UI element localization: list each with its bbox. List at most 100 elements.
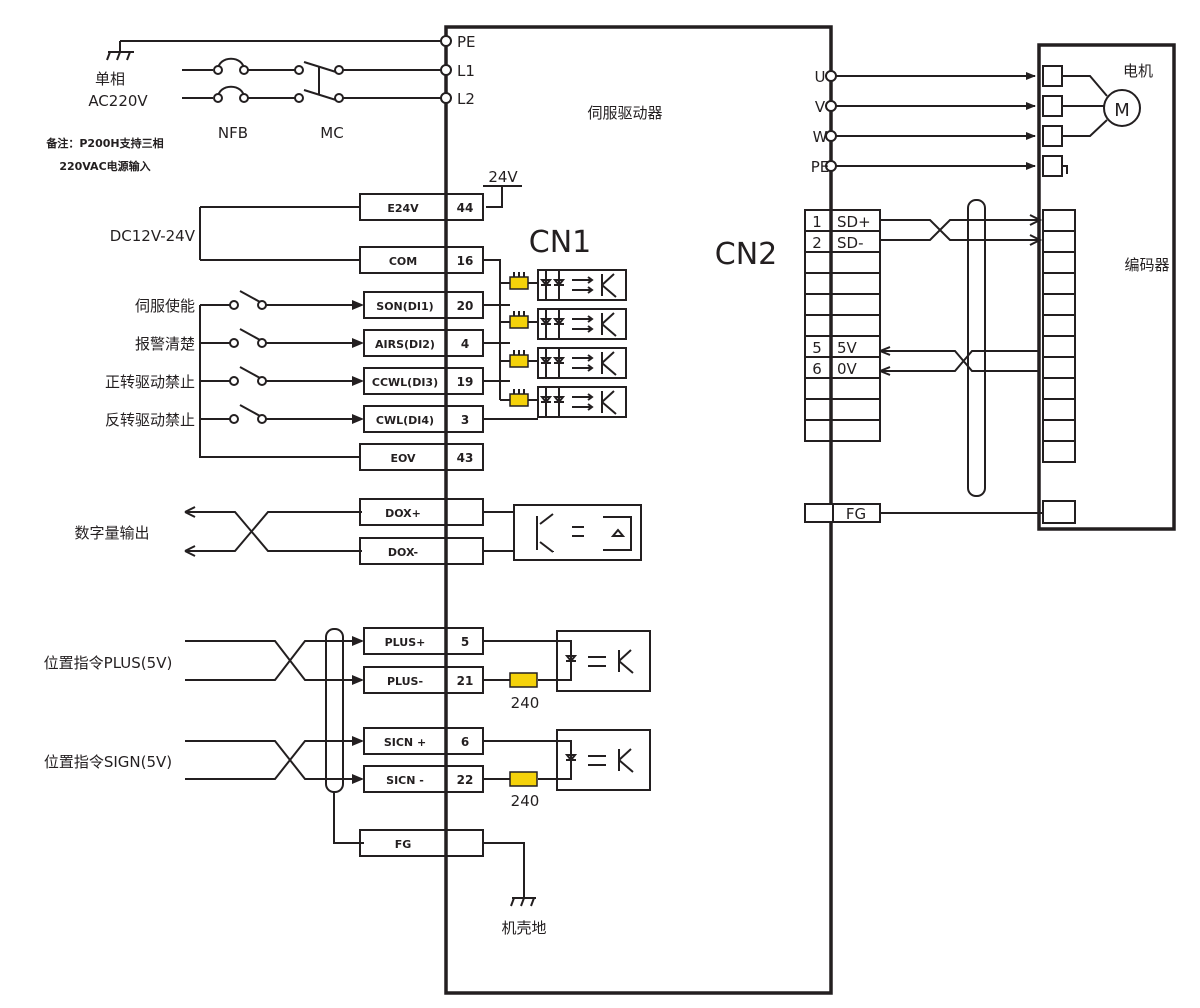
cn1-pin-name: PLUS-: [387, 675, 423, 688]
di-input-switch: 正转驱动禁止: [105, 366, 352, 391]
terminal-pe: PE: [457, 33, 476, 51]
cn1-pin-number: 43: [457, 451, 474, 465]
arrow-icon: [352, 338, 364, 348]
cn2-label: CN2: [715, 237, 777, 272]
phototransistor-icon: [601, 273, 617, 298]
output-arrow-icon: [184, 506, 196, 557]
digital-output-label: 数字量输出: [74, 524, 149, 542]
pulse-twisted-pair: [185, 640, 362, 681]
v24-label: 24V: [488, 168, 518, 186]
led-icon: [572, 516, 632, 551]
shield-icon: [325, 628, 344, 793]
di-input-label: 伺服使能: [135, 297, 195, 315]
cn1-pin-number: 5: [461, 635, 469, 649]
dc-supply-label: DC12V-24V: [110, 227, 196, 245]
motor-box: [1037, 43, 1176, 531]
cn1-pin-number: 4: [461, 337, 469, 351]
diode-icon: [539, 348, 566, 378]
cn2-pin-name: SD-: [837, 234, 863, 252]
encoder-pin: [1042, 209, 1076, 232]
cn1-pin-row: COM 16: [359, 246, 484, 274]
source-label-2: AC220V: [88, 92, 148, 110]
switch-icon: [239, 290, 261, 303]
di-input-label: 报警清楚: [135, 335, 195, 353]
cn1-pin-name: E24V: [387, 202, 419, 215]
power-input: 单相 AC220V NFB MC 备注：P200H支持三相 220VAC电源输入…: [45, 33, 475, 173]
di-input-label: 反转驱动禁止: [105, 411, 195, 429]
cn2-pin-row: [804, 377, 881, 400]
nfb-label: NFB: [218, 124, 248, 142]
cn2-pin-number: 2: [812, 234, 822, 252]
phototransistor-icon: [601, 351, 617, 376]
di-input-switch: 报警清楚: [135, 328, 352, 353]
note-line-2: 220VAC电源输入: [59, 159, 150, 173]
encoder-pin: [1042, 251, 1076, 274]
cn1-pin-name: SICN +: [384, 736, 426, 749]
switch-icon: [239, 328, 261, 341]
di-optocoupler: [483, 347, 627, 382]
resistor-pulse: [509, 672, 538, 688]
motor-symbol: M: [1114, 100, 1130, 121]
di-optocoupler: [483, 386, 627, 420]
mc-label: MC: [320, 124, 343, 142]
resistor-icon: [509, 276, 529, 290]
chassis-ground-label: 机壳地: [501, 919, 546, 937]
encoder-shield-icon: [967, 199, 986, 497]
cn2-pin-row: [804, 419, 881, 442]
cn2-fg-label: FG: [846, 505, 866, 523]
cn2-pin-number: 6: [812, 360, 822, 378]
source-label-1: 单相: [95, 70, 125, 88]
diode-icon: [539, 309, 566, 339]
ground-icon: [106, 41, 134, 61]
sd-twisted-pair: [880, 219, 1040, 241]
di-input-switch: 伺服使能: [135, 290, 352, 315]
encoder-pin: [1042, 440, 1076, 463]
arrow-icon: [352, 414, 364, 424]
pulse-opto-internals: [563, 640, 634, 681]
resistor-icon: [509, 315, 529, 329]
resistor-icon: [509, 393, 529, 407]
dc-supply-wire: [199, 206, 360, 261]
cn1-pin-number: 44: [457, 201, 474, 215]
cn2-pin-row: [804, 293, 881, 316]
encoder-pin: [1042, 419, 1076, 442]
cn2-pin-row: [804, 398, 881, 421]
encoder-pin: [1042, 398, 1076, 421]
cn2-pin-row: 2 SD-: [804, 230, 881, 253]
cn1-pin-number: 19: [457, 375, 474, 389]
cn1-pin-number: 3: [461, 413, 469, 427]
encoder-fg-pin: [1042, 500, 1076, 524]
cn1-pin-number: 21: [457, 674, 474, 688]
cn1-pin-row: FG: [359, 829, 484, 857]
pulse-label: 位置指令PLUS(5V): [44, 654, 173, 672]
cn1-pin-name: COM: [389, 255, 417, 268]
cn2-pin-name: SD+: [837, 213, 871, 231]
driver-title: 伺服驱动器: [587, 104, 662, 122]
arrow-icon: [352, 300, 364, 310]
motor-terminal-label: V: [815, 98, 826, 116]
terminal-l2: L2: [457, 90, 475, 108]
power-twisted-pair: [880, 350, 1040, 372]
cn1-pin-number: 20: [457, 299, 474, 313]
cn1-pin-number: 6: [461, 735, 469, 749]
cn2-pin-number: 5: [812, 339, 822, 357]
phototransistor-icon: [601, 390, 617, 415]
encoder-pin: [1042, 356, 1076, 379]
diode-icon: [539, 387, 566, 417]
sign-label: 位置指令SIGN(5V): [44, 753, 172, 771]
chassis-ground-icon: [483, 842, 536, 907]
encoder-pin: [1042, 377, 1076, 400]
phototransistor-icon: [601, 312, 617, 337]
cn2-pin-name: 5V: [837, 339, 858, 357]
cn1-pin-row: AIRS(DI2)4: [352, 329, 484, 357]
cn1-pin-name: FG: [395, 838, 412, 851]
cn1-pin-name: SICN -: [386, 774, 424, 787]
cn1-pin-number: 16: [457, 254, 474, 268]
cn1-pin-row: PLUS+5: [352, 627, 484, 655]
di-optocoupler: [483, 269, 627, 306]
